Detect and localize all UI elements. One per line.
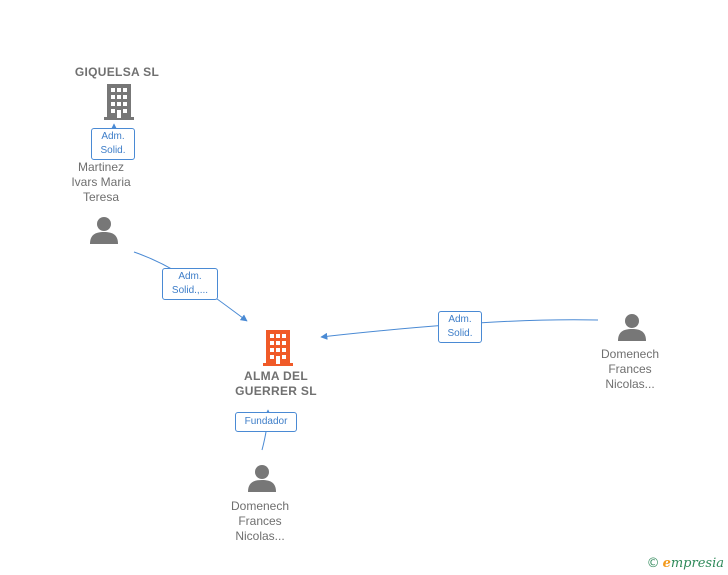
- edge-label-fundador[interactable]: Fundador: [235, 412, 297, 432]
- brand-name: mpresia: [670, 556, 724, 571]
- person-name-domenech-bottom[interactable]: Domenech Frances Nicolas...: [210, 499, 310, 544]
- building-icon[interactable]: [103, 84, 135, 120]
- person-name-domenech-right[interactable]: Domenech Frances Nicolas...: [580, 347, 680, 392]
- edge-label-line: Solid.,...: [171, 285, 209, 296]
- name-line: ALMA DEL: [244, 369, 308, 383]
- person-icon[interactable]: [90, 216, 118, 244]
- name-line: Frances: [238, 514, 282, 528]
- person-icon[interactable]: [248, 464, 276, 492]
- name-line: Frances: [608, 362, 652, 376]
- name-line: Ivars Maria: [71, 175, 131, 189]
- edge-label-line: Solid.: [100, 145, 126, 156]
- company-name-giquelsa[interactable]: GIQUELSA SL: [74, 65, 160, 79]
- building-icon[interactable]: [262, 330, 294, 366]
- empresia-logo: ©empresia: [647, 556, 724, 571]
- name-line: Martinez: [77, 160, 124, 174]
- name-line: Nicolas...: [605, 377, 655, 391]
- name-line: Domenech: [600, 347, 660, 361]
- edge-label-line: Adm.: [178, 271, 202, 282]
- name-line: GUERRER SL: [235, 384, 317, 398]
- edge-label-line: Adm.: [448, 314, 472, 325]
- edge-label-line: Solid.: [447, 328, 473, 339]
- copyright-symbol: ©: [646, 556, 660, 571]
- person-name-martinez[interactable]: Martinez Ivars Maria Teresa: [51, 160, 151, 205]
- name-line: Teresa: [82, 190, 120, 204]
- edge-label-line: Adm.: [101, 131, 125, 142]
- name-line: Domenech: [230, 499, 290, 513]
- brand-initial: e: [662, 556, 671, 571]
- edge-label-line: Fundador: [244, 416, 288, 427]
- company-name-alma-del-guerrer[interactable]: ALMA DEL GUERRER SL: [216, 369, 336, 399]
- edge-label-adm-solid-alma[interactable]: Adm. Solid.,...: [162, 268, 218, 300]
- name-line: Nicolas...: [235, 529, 285, 543]
- edge-label-adm-solid-giquelsa[interactable]: Adm. Solid.: [91, 128, 135, 160]
- edge-label-adm-solid-domenech[interactable]: Adm. Solid.: [438, 311, 482, 343]
- person-icon[interactable]: [618, 313, 646, 341]
